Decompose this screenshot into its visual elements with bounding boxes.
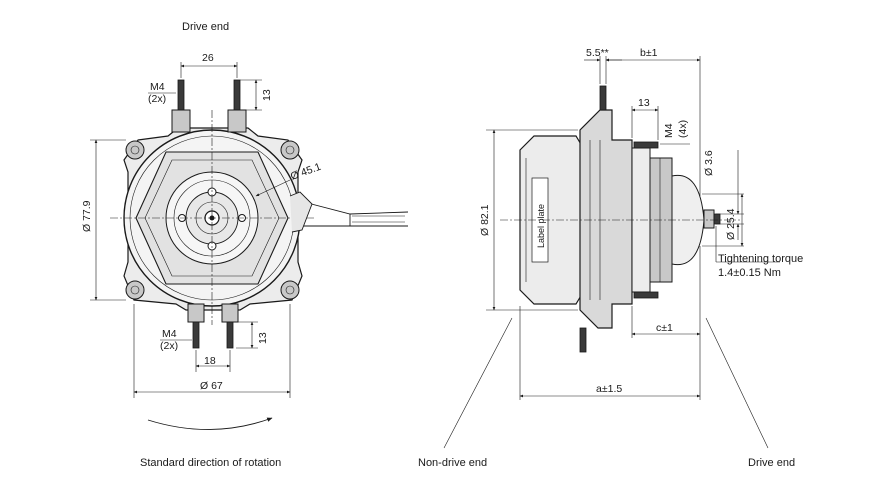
bottom-thread-count: (2x)	[160, 340, 178, 352]
mount-ear-bottom-left	[125, 280, 145, 300]
dim-side-depth: 13	[638, 97, 650, 109]
dim-base-diameter: Ø 67	[200, 380, 223, 392]
side-drive-end-label: Drive end	[748, 457, 795, 469]
torque-title: Tightening torque	[718, 253, 803, 265]
side-shaft	[703, 209, 715, 229]
top-stud-right	[233, 79, 241, 111]
dim-outer-diameter: Ø 77.9	[81, 200, 93, 232]
dim-bottom-spacing: 18	[204, 355, 216, 367]
rotation-arrow	[147, 417, 273, 430]
mount-ear-top-left	[125, 140, 145, 160]
dim-c: c±1	[656, 322, 673, 334]
side-stud-right-bottom	[633, 291, 659, 299]
bottom-stud-right	[226, 321, 234, 349]
dim-a: a±1.5	[596, 383, 622, 395]
dim-top-spacing: 26	[202, 52, 214, 64]
dim-b: b±1	[640, 47, 658, 59]
rotation-label: Standard direction of rotation	[140, 457, 281, 469]
top-thread-count: (2x)	[148, 93, 166, 105]
side-stud-bottom	[579, 327, 587, 353]
dim-shaft: Ø 3.6	[703, 150, 715, 176]
label-plate-text: Label plate	[536, 204, 546, 248]
side-stud-top	[599, 85, 607, 111]
dim-offset: 5.5**	[586, 47, 609, 59]
mount-ear-bottom-right	[280, 280, 300, 300]
side-view: Label plate 5.5** b±1 13	[418, 47, 803, 469]
dim-bottom-depth: 13	[257, 332, 269, 344]
side-housing	[579, 109, 633, 329]
bottom-thread-label: M4	[162, 328, 177, 340]
dim-top-depth: 13	[261, 89, 273, 101]
bottom-stud-left	[192, 321, 200, 349]
side-thread-count: (4x)	[677, 120, 689, 138]
front-drive-end-label: Drive end	[182, 21, 229, 33]
top-thread-label: M4	[150, 81, 165, 93]
dim-body-diameter: Ø 82.1	[479, 204, 491, 236]
top-stud-left	[177, 79, 185, 111]
side-stud-right-top	[633, 141, 659, 149]
mount-ear-top-right	[280, 140, 300, 160]
non-drive-end-label: Non-drive end	[418, 457, 487, 469]
front-view: Drive end	[81, 21, 409, 469]
dim-hub: Ø 25.4	[725, 208, 737, 240]
torque-value: 1.4±0.15 Nm	[718, 267, 781, 279]
side-thread-label: M4	[663, 123, 675, 138]
